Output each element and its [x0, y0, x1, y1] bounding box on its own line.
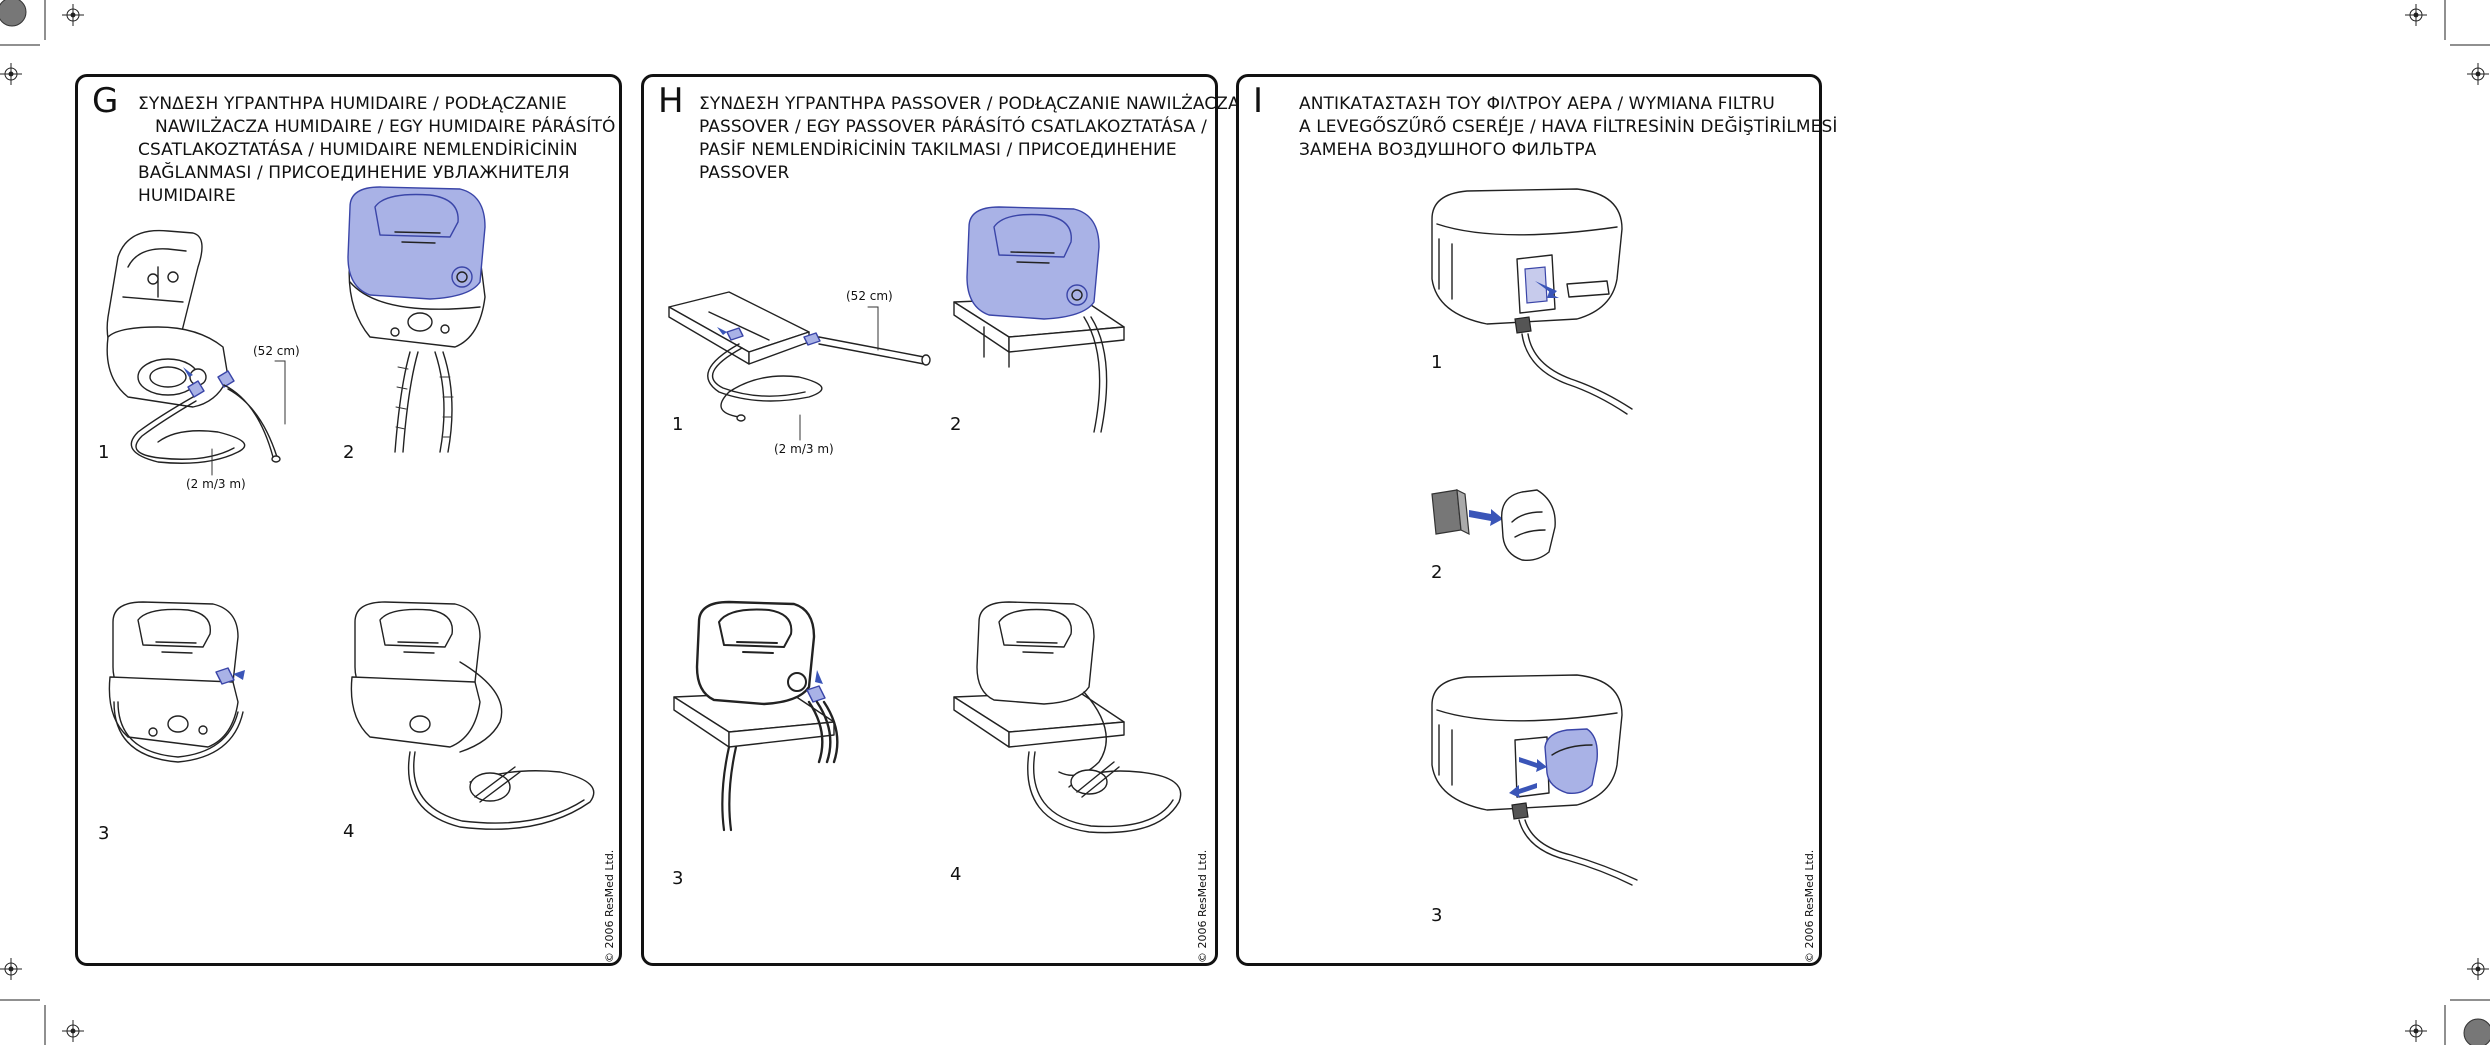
device-illustration: [108, 601, 245, 763]
step-number: 1: [1431, 352, 1443, 373]
heading-line: HUMIDAIRE: [138, 186, 236, 206]
panel-heading: ΣΥΝΔΕΣΗ ΥΓΡΑΝΤΗΡΑ PASSOVER / PODŁĄCZANIE…: [699, 93, 1240, 185]
heading-line: ΣΥΝΔΕΣΗ ΥΓΡΑΝΤΗΡΑ PASSOVER / PODŁĄCZANIE…: [699, 94, 1240, 114]
dimension-label: (2 m/3 m): [186, 477, 246, 491]
registration-mark-icon: [2467, 958, 2489, 980]
registration-mark-icon: [0, 63, 22, 85]
panel-letter: H: [658, 81, 684, 121]
leader-line: [799, 414, 801, 441]
step-number: 3: [1431, 905, 1443, 926]
copyright: © 2006 ResMed Ltd.: [1803, 849, 1816, 963]
copyright: © 2006 ResMed Ltd.: [1196, 849, 1209, 963]
panel-letter: G: [92, 81, 119, 121]
panel-g: G ΣΥΝΔΕΣΗ ΥΓΡΑΝΤΗΡΑ HUMIDAIRE / PODŁĄCZA…: [75, 74, 622, 966]
tube-illustration: [668, 291, 931, 422]
device-illustration: [350, 601, 595, 830]
device-illustration: [347, 186, 486, 453]
step-number: 1: [672, 414, 684, 435]
step-number: 4: [343, 821, 355, 842]
heading-line: A LEVEGŐSZŰRŐ CSERÉJE / HAVA FİLTRESİNİN…: [1299, 117, 1838, 137]
step-number: 2: [1431, 562, 1443, 583]
step-number: 3: [98, 823, 110, 844]
device-illustration: [953, 206, 1125, 433]
device-illustration: [1431, 674, 1638, 886]
dimension-label: (2 m/3 m): [774, 442, 834, 456]
heading-line: ЗАМЕНА ВОЗДУШНОГО ФИЛЬТРА: [1299, 140, 1597, 160]
registration-mark-icon: [62, 4, 84, 26]
leader-line: [867, 306, 879, 351]
panel-heading: ΑΝΤΙΚΑΤΑΣΤΑΣΗ ΤΟΥ ΦΙΛΤΡΟΥ ΑΕΡΑ / WYMIANA…: [1299, 93, 1838, 162]
filter-illustration: [1431, 488, 1556, 562]
device-illustration: [1431, 188, 1633, 415]
panel-i: I ΑΝΤΙΚΑΤΑΣΤΑΣΗ ΤΟΥ ΦΙΛΤΡΟΥ ΑΕΡΑ / WYMIA…: [1236, 74, 1837, 966]
device-illustration: [953, 601, 1182, 834]
registration-mark-icon: [2405, 1020, 2427, 1042]
step-number: 2: [343, 442, 355, 463]
panel-heading: ΣΥΝΔΕΣΗ ΥΓΡΑΝΤΗΡΑ HUMIDAIRE / PODŁĄCZANI…: [138, 93, 615, 208]
step-number: 4: [950, 864, 962, 885]
step-number: 2: [950, 414, 962, 435]
step-number: 1: [98, 442, 110, 463]
heading-line: CSATLAKOZTATÁSA / HUMIDAIRE NEMLENDİRİCİ…: [138, 140, 578, 160]
panel-h: H ΣΥΝΔΕΣΗ ΥΓΡΑΝΤΗΡΑ PASSOVER / PODŁĄCZAN…: [641, 74, 1240, 966]
registration-mark-icon: [0, 958, 22, 980]
heading-line: NAWILŻACZA HUMIDAIRE / EGY HUMIDAIRE PÁR…: [155, 117, 616, 137]
registration-mark-icon: [2405, 4, 2427, 26]
registration-mark-icon: [62, 1020, 84, 1042]
leader-line: [211, 448, 213, 476]
heading-line: PASSOVER: [699, 163, 790, 183]
heading-line: BAĞLANMASI / ПРИСОЕДИНЕНИЕ УВЛАЖНИТЕЛЯ: [138, 163, 570, 183]
step-number: 3: [672, 868, 684, 889]
heading-line: PASİF NEMLENDİRİCİNİN TAKILMASI / ПРИСОЕ…: [699, 140, 1177, 160]
panel-letter: I: [1253, 81, 1264, 121]
copyright: © 2006 ResMed Ltd.: [603, 849, 616, 963]
device-illustration: [106, 229, 281, 464]
heading-line: ΣΥΝΔΕΣΗ ΥΓΡΑΝΤΗΡΑ HUMIDAIRE / PODŁĄCZANI…: [138, 94, 567, 114]
heading-line: ΑΝΤΙΚΑΤΑΣΤΑΣΗ ΤΟΥ ΦΙΛΤΡΟΥ ΑΕΡΑ / WYMIANA…: [1299, 94, 1775, 114]
registration-mark-icon: [2467, 63, 2489, 85]
device-illustration: [673, 600, 839, 832]
heading-line: PASSOVER / EGY PASSOVER PÁRÁSÍTÓ CSATLAK…: [699, 117, 1207, 137]
dimension-label: (52 cm): [253, 344, 300, 358]
leader-line: [274, 360, 286, 425]
dimension-label: (52 cm): [846, 289, 893, 303]
